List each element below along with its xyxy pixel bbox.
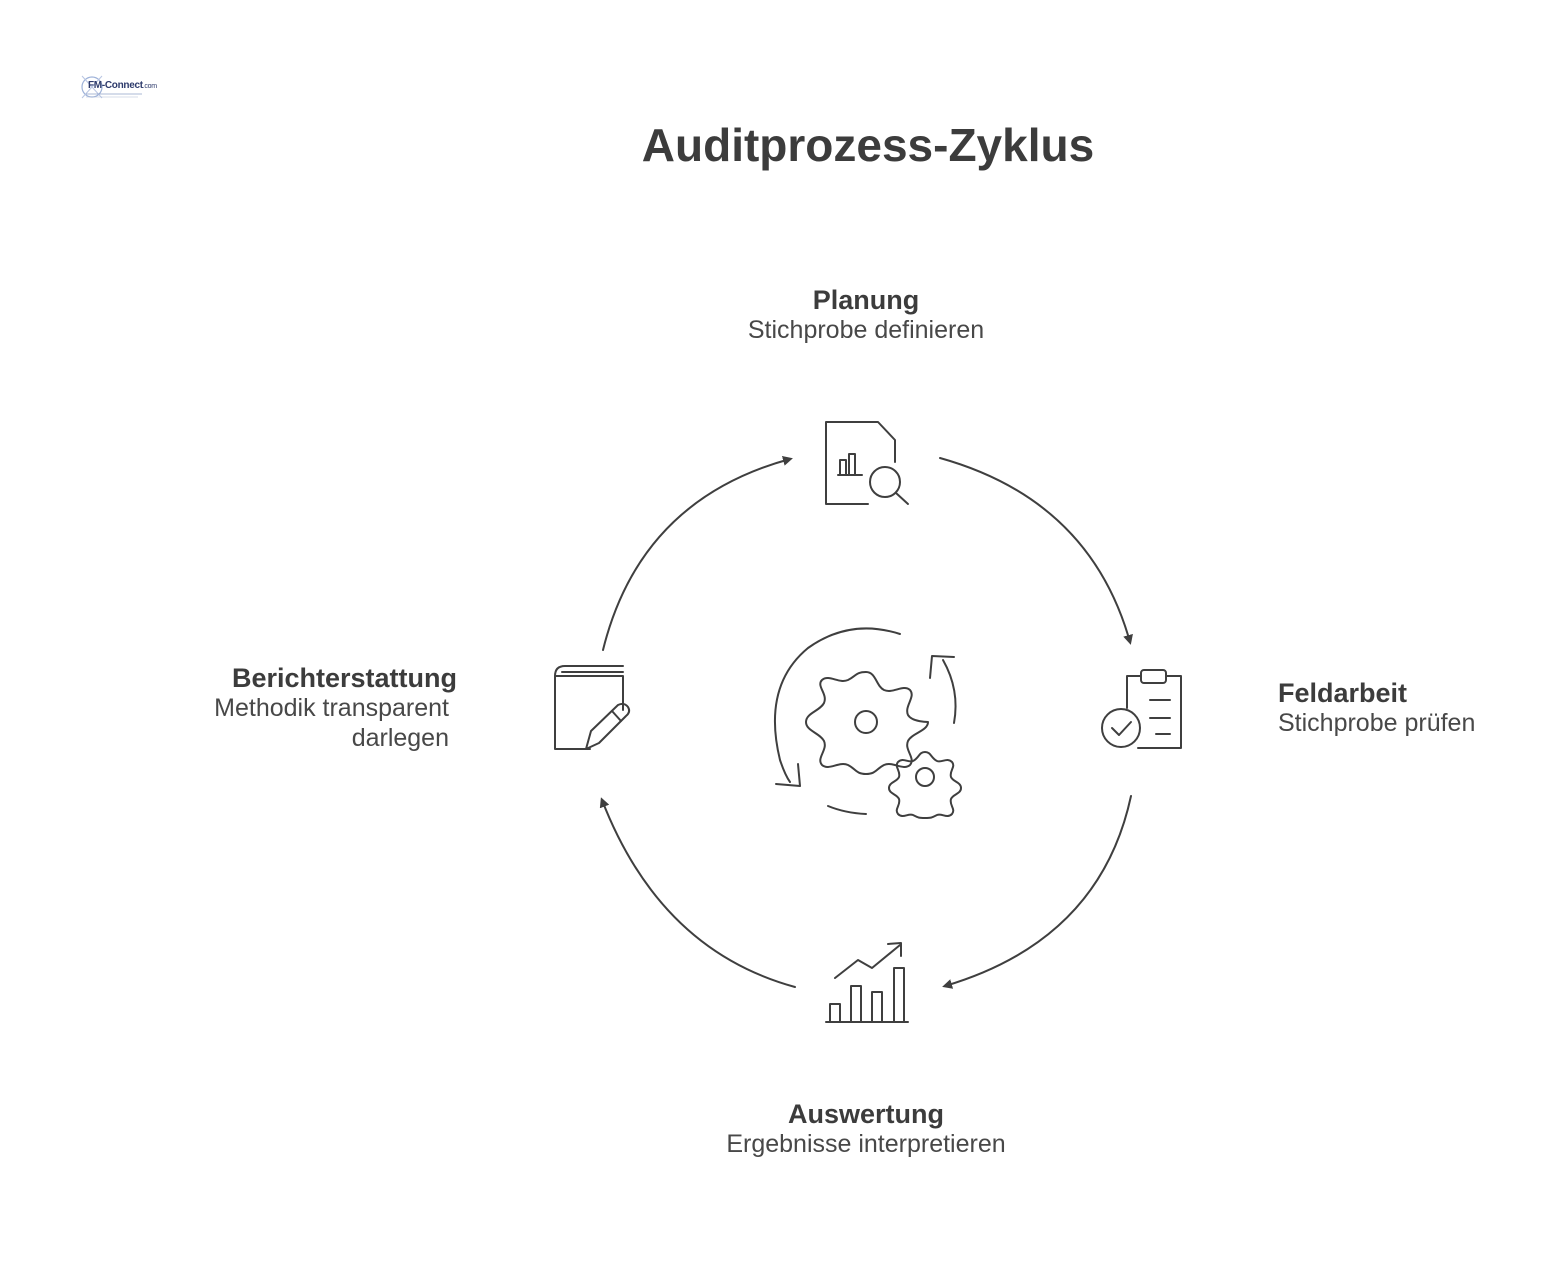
step-subtitle: Ergebnisse interpretieren — [726, 1130, 1006, 1158]
step-subtitle-line2: darlegen — [351, 724, 449, 752]
step-feldarbeit: Feldarbeit Stichprobe prüfen — [1278, 678, 1548, 738]
arrow-bericht-to-planung — [602, 456, 793, 651]
step-auswertung: Auswertung Ergebnisse interpretieren — [656, 1099, 1076, 1159]
step-subtitle: Stichprobe definieren — [747, 316, 985, 344]
report-search-icon — [825, 421, 909, 505]
arrow-planung-to-feldarbeit — [939, 457, 1133, 645]
page-title: Auditprozess-Zyklus — [641, 119, 1095, 171]
arrow-auswertung-to-bericht — [599, 797, 796, 988]
logo-text: FM-Connect.com — [88, 80, 157, 91]
gears-cycle-icon — [774, 627, 962, 819]
step-title: Planung — [812, 285, 920, 315]
notebook-pencil-icon — [554, 665, 631, 750]
step-title: Auswertung — [787, 1099, 944, 1129]
arrow-feldarbeit-to-auswertung — [942, 795, 1132, 989]
step-berichterstattung: Berichterstattung Methodik transparent d… — [150, 663, 457, 753]
clipboard-check-icon — [1101, 669, 1182, 749]
step-subtitle-line1: Methodik transparent — [214, 694, 449, 722]
company-logo — [78, 70, 148, 104]
bar-chart-trend-icon — [825, 942, 909, 1023]
step-planung: Planung Stichprobe definieren — [656, 285, 1076, 345]
step-title: Berichterstattung — [231, 663, 457, 693]
step-subtitle: Stichprobe prüfen — [1278, 709, 1476, 737]
step-title: Feldarbeit — [1278, 678, 1408, 708]
